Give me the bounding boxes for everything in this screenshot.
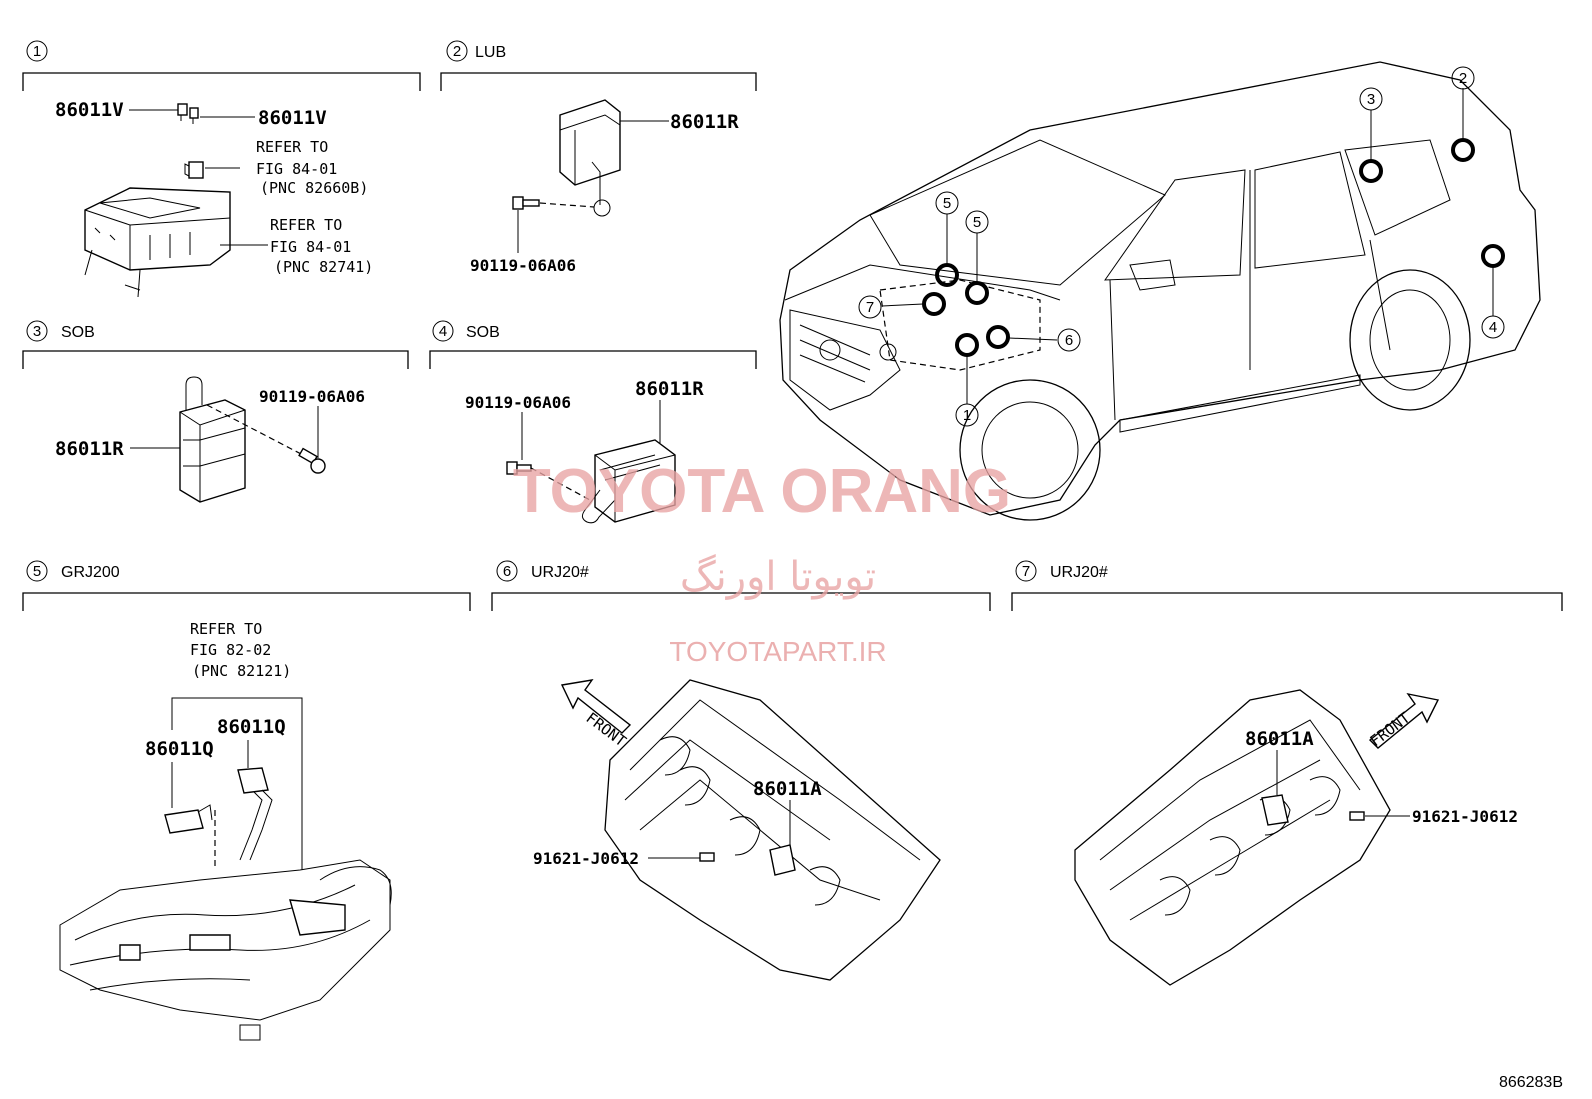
bolt-s2	[512, 196, 540, 210]
section-5-number: 5	[33, 563, 41, 580]
sensor-86011a-s7	[1261, 794, 1289, 826]
part-label-86011v-right: 86011V	[258, 107, 327, 129]
figure-id: 866283B	[1499, 1074, 1563, 1091]
section-2-header: 2 LUB	[440, 40, 757, 91]
marker-2	[1451, 138, 1475, 162]
sensor-86011q-upper	[237, 767, 273, 861]
callout-1: 1	[963, 407, 971, 424]
section-4-caption: SOB	[466, 324, 500, 341]
part-label-bolt-s6: 91621-J0612	[533, 849, 639, 868]
section-1-drawing: 86011V 86011V REFER TO FIG 84-01 (PNC 82…	[55, 99, 373, 298]
section-3-header: 3 SOB	[22, 320, 409, 369]
section-7-header: 7 URJ20#	[1011, 560, 1563, 611]
section-5-caption: GRJ200	[61, 564, 120, 581]
bolt-s7	[1349, 811, 1365, 821]
relay-small	[184, 161, 204, 179]
front-arrow-s6: FRONT	[560, 679, 632, 750]
s1-ref2-line3: (PNC 82741)	[274, 258, 373, 276]
part-label-bolt-s3: 90119-06A06	[259, 387, 365, 406]
marker-7	[922, 292, 946, 316]
callout-2: 2	[1459, 70, 1467, 87]
part-label-86011q-lower: 86011Q	[145, 738, 214, 760]
section-2-caption: LUB	[475, 44, 506, 61]
marker-5b	[965, 281, 989, 305]
part-label-86011v-left: 86011V	[55, 99, 124, 121]
front-label-s7: FRONT	[1367, 709, 1414, 751]
section-4-header: 4 SOB	[429, 320, 757, 369]
callout-3: 3	[1367, 91, 1375, 108]
section-5-drawing: REFER TO FIG 82-02 (PNC 82121) 86011Q 86…	[59, 620, 392, 1041]
s5-ref-line3: (PNC 82121)	[192, 662, 291, 680]
section-2-drawing: 86011R 90119-06A06	[470, 99, 739, 275]
part-label-86011a-s6: 86011A	[753, 778, 822, 800]
section-6-number: 6	[503, 563, 511, 580]
s1-ref1-line1: REFER TO	[256, 138, 328, 156]
callout-5b: 5	[973, 214, 981, 231]
section-7-number: 7	[1022, 563, 1030, 580]
section-4-number: 4	[439, 323, 447, 340]
marker-5a	[935, 263, 959, 287]
s1-ref1-line2: FIG 84-01	[256, 160, 337, 178]
section-1-header: 1	[22, 40, 421, 91]
control-module-86011r-s2	[559, 99, 621, 217]
bolt-s3	[298, 447, 326, 474]
section-6-caption: URJ20#	[531, 564, 589, 581]
part-label-bolt-s7: 91621-J0612	[1412, 807, 1518, 826]
callout-5a: 5	[943, 195, 951, 212]
part-label-86011r-s3: 86011R	[55, 438, 124, 460]
watermark-site: TOYOTAPART.IR	[669, 636, 886, 667]
part-label-86011q-upper: 86011Q	[217, 716, 286, 738]
s5-ref-line2: FIG 82-02	[190, 641, 271, 659]
marker-1	[955, 333, 979, 357]
section-3-caption: SOB	[61, 324, 95, 341]
part-label-bolt-s4: 90119-06A06	[465, 393, 571, 412]
s5-ref-line1: REFER TO	[190, 620, 262, 638]
section-6-header: 6 URJ20#	[491, 560, 991, 611]
section-4-drawing: 86011R 90119-06A06	[465, 378, 704, 524]
callout-7: 7	[866, 299, 874, 316]
marker-6	[986, 325, 1010, 349]
marker-3	[1359, 159, 1383, 183]
watermark-brand: TOYOTA ORANG	[513, 457, 1011, 526]
watermark-persian: تویوتا اورنگ	[680, 554, 876, 600]
section-1-number: 1	[33, 43, 41, 60]
section-3-number: 3	[33, 323, 41, 340]
callout-6: 6	[1065, 332, 1073, 349]
section-5-header: 5 GRJ200	[22, 560, 471, 611]
vehicle-drawing: 2 3 5 5 7 6 1 4	[779, 61, 1541, 521]
watermark: TOYOTA ORANG تویوتا اورنگ TOYOTAPART.IR	[513, 457, 1011, 667]
part-label-bolt-s2: 90119-06A06	[470, 256, 576, 275]
part-label-86011r-s2: 86011R	[670, 111, 739, 133]
front-arrow-s7: FRONT	[1367, 692, 1440, 751]
s1-ref1-line3: (PNC 82660B)	[260, 179, 368, 197]
relay-86011v	[177, 103, 199, 124]
bolt-s6	[699, 852, 715, 862]
sensor-86011a-s6	[769, 844, 796, 876]
section-2-number: 2	[453, 43, 461, 60]
marker-4	[1481, 244, 1505, 268]
control-module-86011r-s3	[179, 376, 246, 503]
sensor-86011q-lower	[164, 804, 213, 834]
relay-block-box	[84, 187, 231, 298]
part-label-86011a-s7: 86011A	[1245, 728, 1314, 750]
section-3-drawing: 86011R 90119-06A06	[55, 376, 365, 503]
section-7-caption: URJ20#	[1050, 564, 1108, 581]
control-module-86011r-s4	[581, 439, 676, 524]
callout-4: 4	[1489, 319, 1497, 336]
part-label-86011r-s4: 86011R	[635, 378, 704, 400]
section-7-drawing: FRONT 86011A 91621-J0612	[1074, 689, 1518, 986]
s1-ref2-line1: REFER TO	[270, 216, 342, 234]
s1-ref2-line2: FIG 84-01	[270, 238, 351, 256]
section-6-drawing: FRONT 86011A 91621-J0612	[533, 679, 941, 981]
